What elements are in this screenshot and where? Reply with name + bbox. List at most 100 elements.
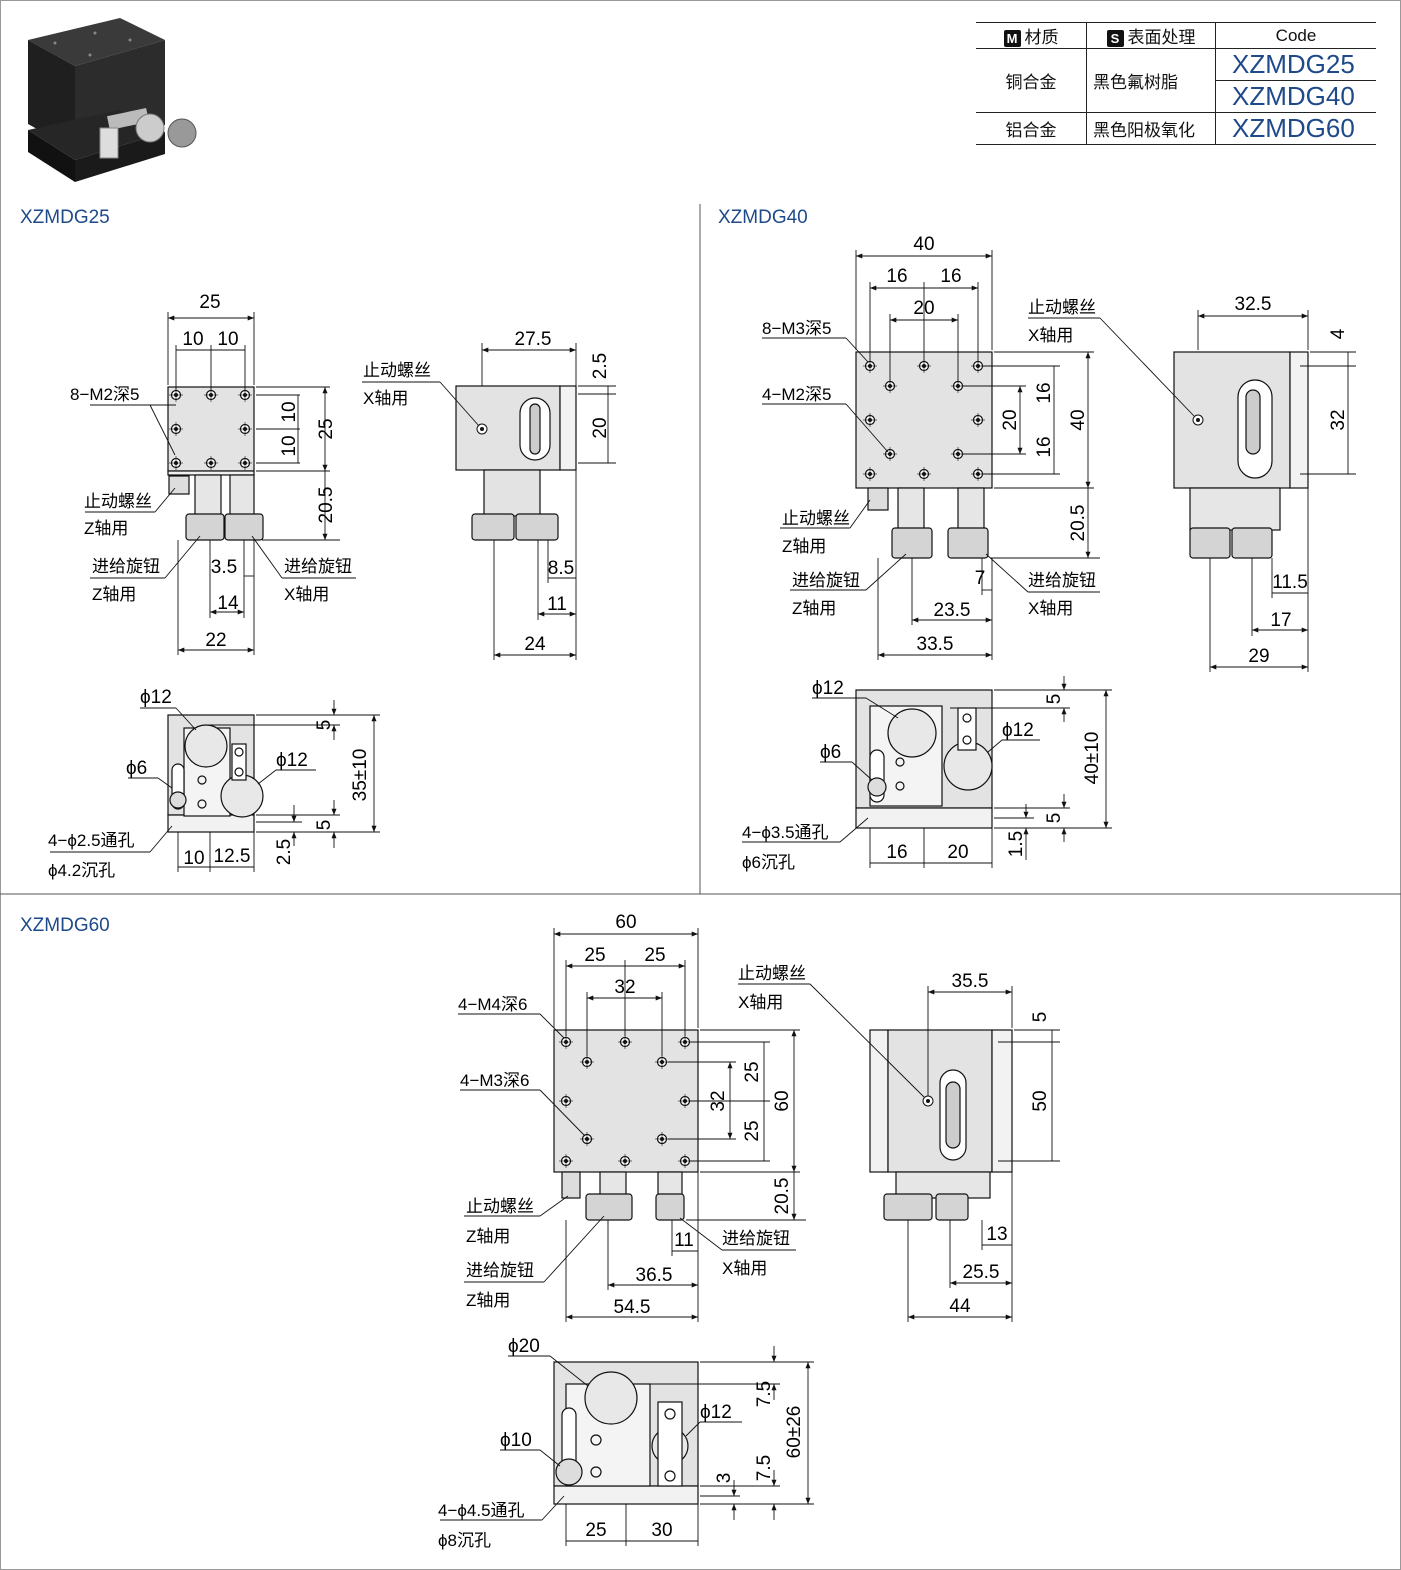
section-title-xzmdg40: XZMDG40 [718,207,808,228]
xzmdg40-holes-b: 4−M2深5 [762,385,831,404]
xzmdg40-side-height: 32 [1328,409,1349,430]
xzmdg60-stroke: 60±26 [784,1406,805,1459]
xzmdg60-knob-z-1: 进给旋钮 [466,1261,534,1280]
xzmdg60-holes-a: 4−M4深6 [458,995,527,1014]
xzmdg40-stroke: 40±10 [1082,732,1103,785]
xzmdg25-knob-z-label-1: 进给旋钮 [92,557,160,576]
xzmdg25-dim-3-5: 3.5 [211,557,237,578]
xzmdg40-dim-7: 7 [975,568,986,589]
xzmdg25-dim-below: 20.5 [316,487,337,524]
xzmdg60-side-width: 35.5 [952,971,989,992]
xzmdg60-stop-x-2: X轴用 [738,993,783,1012]
xzmdg60-stop-z-2: Z轴用 [466,1227,510,1246]
xzmdg40-dim-1-5: 1.5 [1006,831,1027,857]
code-xzmdg25: XZMDG25 [1215,48,1376,81]
xzmdg25-stop-z-label-1: 止动螺丝 [84,492,152,511]
xzmdg40-side-width: 32.5 [1235,294,1272,315]
xzmdg40-dim-v16a: 16 [1034,382,1055,403]
xzmdg25-holes-label: 8−M2深5 [70,385,139,404]
xzmdg60-dim-25: 25 [585,1520,606,1541]
xzmdg60-side-height: 50 [1030,1090,1051,1111]
xzmdg60-front-view [553,1361,699,1505]
xzmdg60-dim-height: 60 [772,1090,793,1111]
xzmdg60-dim-44: 44 [949,1296,971,1317]
xzmdg25-dia-6: ϕ6 [126,758,147,779]
xzmdg60-dim-36-5: 36.5 [636,1265,673,1286]
xzmdg60-top-view [553,1029,699,1221]
xzmdg40-dim-height: 40 [1068,409,1089,430]
xzmdg60-dim-7-5a: 7.5 [754,1381,775,1407]
xzmdg40-dim-v16b: 16 [1034,436,1055,457]
xzmdg25-dim-10: 10 [183,848,204,869]
xzmdg25-dim-24: 24 [524,634,546,655]
xzmdg60-knob-x-1: 进给旋钮 [722,1229,790,1248]
xzmdg60-dim-32: 32 [614,977,635,998]
xzmdg60-dia-10: ϕ10 [500,1430,532,1451]
xzmdg60-dim-25a: 25 [584,945,605,966]
xzmdg25-side-top: 2.5 [590,353,611,379]
xzmdg60-dim-v32: 32 [708,1090,729,1111]
xzmdg40-dia-12b: ϕ12 [1002,720,1034,741]
xzmdg60-stop-x-1: 止动螺丝 [738,964,806,983]
xzmdg40-dia-6: ϕ6 [820,742,841,763]
xzmdg25-dim-22: 22 [205,630,226,651]
xzmdg40-holes-a: 8−M3深5 [762,319,831,338]
xzmdg40-dim-20b: 20 [947,842,968,863]
xzmdg40-knob-z-2: Z轴用 [792,599,836,618]
xzmdg60-dim-v25a: 25 [742,1061,763,1082]
xzmdg60-dim-54-5: 54.5 [614,1297,651,1318]
product-photo [28,18,197,182]
xzmdg25-dim-vpitch-2: 10 [279,435,300,456]
xzmdg25-dim-2-5b: 2.5 [274,839,295,865]
xzmdg40-stop-z-1: 止动螺丝 [782,509,850,528]
xzmdg60-dim-11: 11 [674,1230,694,1251]
xzmdg25-stop-x-label-2: X轴用 [363,389,408,408]
xzmdg40-knob-x-2: X轴用 [1028,599,1073,618]
xzmdg40-dim-17: 17 [1270,610,1291,631]
xzmdg40-dim-5b: 5 [1044,813,1065,824]
xzmdg40-stop-x-2: X轴用 [1028,326,1073,345]
xzmdg40-stop-x-1: 止动螺丝 [1028,298,1096,317]
xzmdg25-dim-5b: 5 [314,820,335,831]
xzmdg25-side-view [455,385,577,541]
xzmdg40-dim-20: 20 [913,298,934,319]
surface-badge: S [1106,30,1124,47]
xzmdg60-stop-z-1: 止动螺丝 [466,1197,534,1216]
xzmdg60-base-holes-1: 4−ϕ4.5通孔 [438,1501,525,1520]
row1-material: 铜合金 [976,48,1087,113]
xzmdg40-dim-23-5: 23.5 [934,600,971,621]
xzmdg60-dim-13: 13 [986,1224,1007,1245]
code-xzmdg40: XZMDG40 [1215,80,1376,113]
xzmdg40-knob-z-1: 进给旋钮 [792,571,860,590]
xzmdg60-dim-25b: 25 [644,945,665,966]
xzmdg40-dim-below: 20.5 [1068,505,1089,542]
xzmdg25-dim-5a: 5 [314,720,335,731]
xzmdg25-dim-12-5: 12.5 [214,846,251,867]
xzmdg40-dia-12a: ϕ12 [812,678,844,699]
xzmdg60-dia-12: ϕ12 [700,1402,732,1423]
xzmdg60-side-view [869,1029,1013,1221]
xzmdg25-base-holes-2: ϕ4.2沉孔 [48,861,115,880]
xzmdg25-knob-z-label-2: Z轴用 [92,585,136,604]
row1-surface: 黑色氟树脂 [1086,48,1216,113]
xzmdg60-dim-3: 3 [714,1473,735,1484]
xzmdg40-dim-11-5: 11.5 [1272,572,1308,593]
material-badge: M [1003,30,1021,47]
xzmdg60-dim-v25b: 25 [742,1120,763,1141]
xzmdg25-dim-14: 14 [217,593,239,614]
section-title-xzmdg60: XZMDG60 [20,915,110,936]
xzmdg40-dim-width: 40 [913,234,934,255]
xzmdg40-top-view [855,351,993,559]
xzmdg60-base-holes-2: ϕ8沉孔 [438,1531,491,1550]
xzmdg25-dim-8-5: 8.5 [548,558,574,579]
xzmdg40-dim-16b: 16 [940,266,961,287]
xzmdg25-stop-z-label-2: Z轴用 [84,519,128,538]
xzmdg25-side-height: 20 [590,417,611,438]
row2-material: 铝合金 [976,112,1087,145]
xzmdg25-dim-pitch-2: 10 [217,329,238,350]
xzmdg40-dim-33-5: 33.5 [917,634,954,655]
